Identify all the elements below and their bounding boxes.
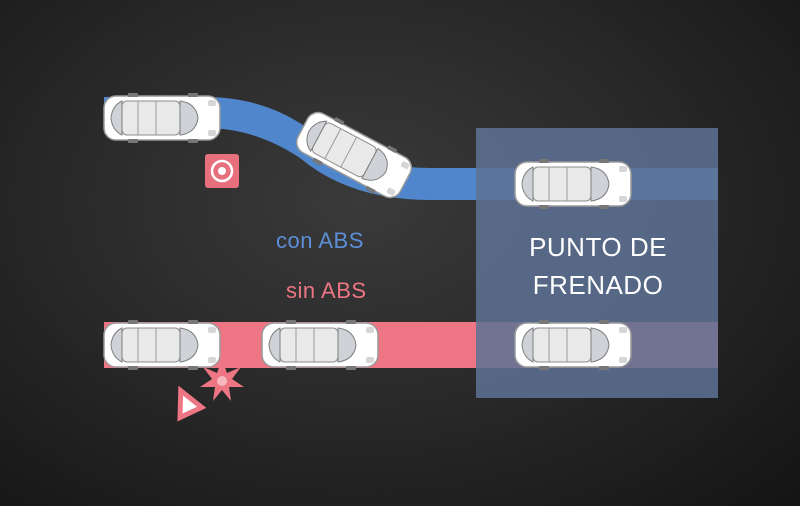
label-with-abs: con ABS [276, 228, 364, 253]
car-noabs-start [103, 319, 221, 371]
car-abs-swerve [290, 104, 418, 206]
impact-burst-icon [200, 359, 244, 401]
car-abs-end [514, 158, 632, 210]
braking-point-title: PUNTO DE FRENADO [478, 228, 718, 304]
warning-cone-icon [177, 385, 207, 422]
car-noabs-middle [261, 319, 379, 371]
car-abs-start [103, 92, 221, 144]
braking-point-line2: FRENADO [532, 270, 664, 300]
label-without-abs: sin ABS [286, 278, 367, 303]
car-noabs-end [514, 319, 632, 371]
braking-point-line1: PUNTO DE [529, 232, 667, 262]
obstacle-icon [205, 154, 239, 188]
